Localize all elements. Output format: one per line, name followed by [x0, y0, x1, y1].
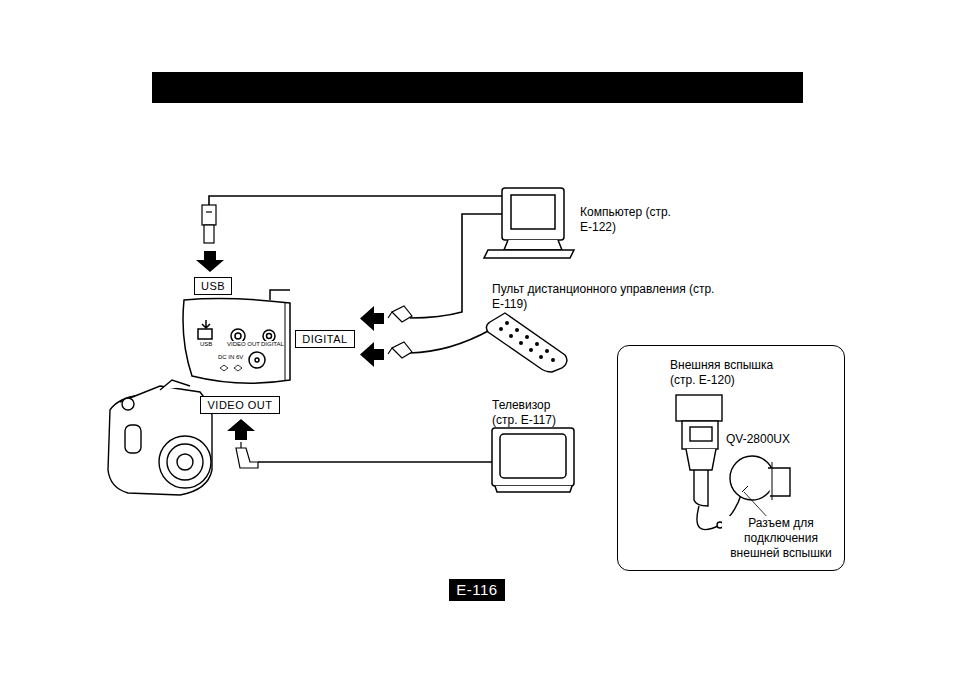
node-text: E-116 [456, 581, 497, 598]
port-marking: VIDEO OUT [227, 341, 260, 348]
port-marking: DC IN 6V [218, 354, 243, 361]
port-marking: USB [200, 341, 212, 348]
camera-panel [183, 290, 290, 383]
port-label-box: DIGITAL [295, 330, 354, 348]
node-text: USB [201, 280, 225, 292]
node-text: DIGITAL [302, 333, 347, 345]
node-text: Разъем для подключения внешней вспышки [722, 516, 840, 561]
computer-icon [484, 188, 574, 258]
port-marking: DIGITAL [261, 341, 284, 348]
node-text: Внешняя вспышка (стр. E-120) [670, 358, 790, 388]
device-caption: Компьютер (стр. E-122) [580, 205, 675, 235]
inset-panel: Внешняя вспышка (стр. E-120) QV-2800UX Раз… [617, 345, 845, 571]
node-text: QV-2800UX [726, 432, 816, 447]
node-text: VIDEO OUT [207, 399, 272, 411]
external-flash [676, 395, 790, 530]
camera-body [108, 380, 212, 495]
port-label-box: USB [194, 277, 232, 295]
title-bar [152, 72, 803, 103]
device-caption: Телевизор (стр. E-117) [492, 398, 577, 428]
usb-plug [202, 205, 216, 243]
page-number: E-116 [449, 579, 504, 601]
television [492, 428, 574, 492]
port-label-box: VIDEO OUT [200, 396, 279, 414]
remote-control [486, 313, 567, 372]
device-caption: Пульт дистанционного управления (стр. E-… [492, 282, 717, 312]
